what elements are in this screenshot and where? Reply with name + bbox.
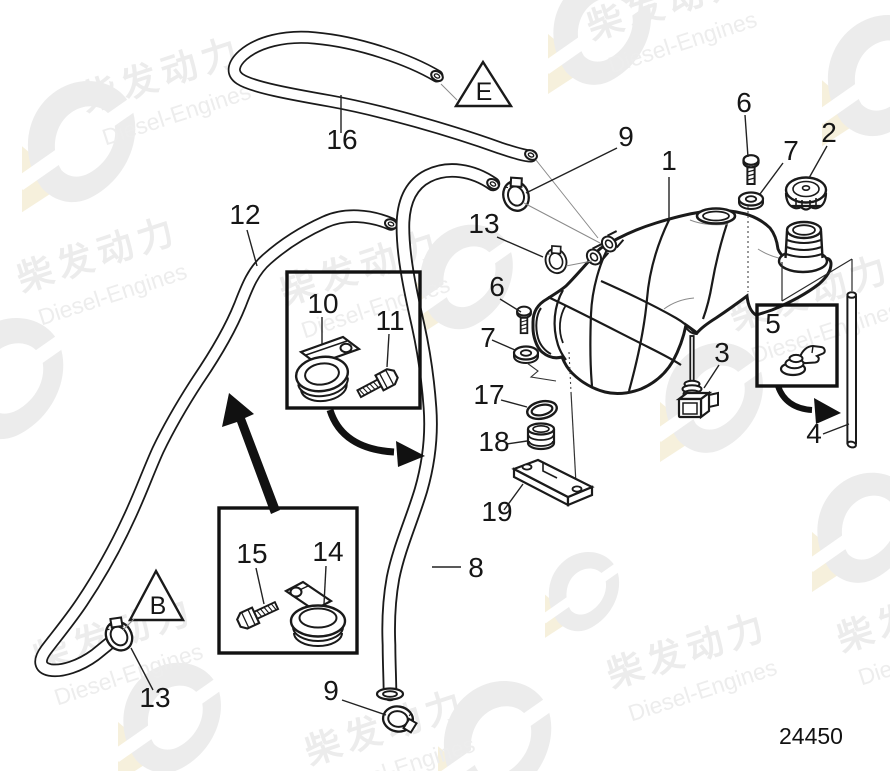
filler-cap — [784, 176, 828, 211]
leader-lines — [122, 83, 850, 716]
ref-letter-e: E — [476, 78, 493, 106]
drawing-number: 24450 — [779, 723, 843, 749]
pipe-clamp-10 — [294, 335, 362, 403]
callout-10: 10 — [307, 288, 338, 319]
callout-7-side: 7 — [480, 322, 496, 353]
bracket-axis-line — [570, 391, 577, 485]
callout-11: 11 — [375, 305, 404, 336]
level-rod — [846, 291, 858, 449]
callout-8: 8 — [468, 552, 484, 583]
callout-3: 3 — [714, 337, 730, 368]
callout-6-side: 6 — [489, 271, 505, 302]
ref-triangle-b: B — [128, 568, 186, 622]
detail-arrow-10-11 — [326, 408, 425, 467]
callout-9-bottom: 9 — [323, 675, 339, 706]
bracket-axis-dashed — [568, 351, 572, 393]
flange-bolt-11 — [354, 365, 401, 403]
filler-neck — [777, 220, 829, 274]
flange-leader-zigzag — [526, 362, 557, 382]
hose-clamp-13-top — [540, 242, 571, 277]
hose-8 — [375, 163, 501, 702]
section-plane-lines — [781, 258, 853, 302]
ref-letter-b: B — [150, 592, 167, 620]
o-ring-17 — [526, 399, 558, 421]
inset-box-5 — [755, 303, 839, 388]
detail-arrow-5 — [775, 384, 841, 424]
callout-1: 1 — [661, 145, 677, 176]
ref-triangle-e: E — [453, 59, 514, 108]
callout-6-top: 6 — [736, 87, 752, 118]
callout-4: 4 — [806, 418, 822, 449]
flange-bolt-15 — [234, 596, 282, 632]
callout-13-bottom: 13 — [139, 682, 170, 713]
callout-14: 14 — [312, 536, 343, 567]
callout-17: 17 — [473, 379, 504, 410]
hose-16 — [227, 30, 538, 163]
callout-16: 16 — [326, 124, 357, 155]
screw-6-top — [742, 154, 760, 186]
callout-15: 15 — [236, 538, 267, 569]
hose-clamp-9-top — [497, 172, 534, 216]
detail-arrow-up — [222, 393, 280, 514]
level-sensor-3 — [675, 335, 719, 420]
callout-12: 12 — [229, 199, 260, 230]
callout-18: 18 — [478, 426, 509, 457]
callout-9-top: 9 — [618, 121, 634, 152]
callout-2: 2 — [821, 117, 837, 148]
washer-7-side — [512, 345, 540, 365]
inset-box-10-11 — [285, 270, 422, 410]
callout-13-top: 13 — [468, 208, 499, 239]
callout-5: 5 — [765, 308, 781, 339]
bracket-19 — [511, 458, 595, 507]
plug-18 — [526, 422, 556, 451]
pipe-clamp-14 — [283, 565, 347, 647]
inset-box-14-15 — [217, 506, 359, 655]
callout-19: 19 — [481, 496, 512, 527]
callout-7-top: 7 — [783, 135, 799, 166]
callout-labels: 16 12 9 13 1 6 7 2 10 11 6 7 3 5 4 17 18… — [139, 87, 836, 713]
grommet-clip-5 — [779, 344, 826, 377]
washer-7-top — [737, 191, 765, 211]
